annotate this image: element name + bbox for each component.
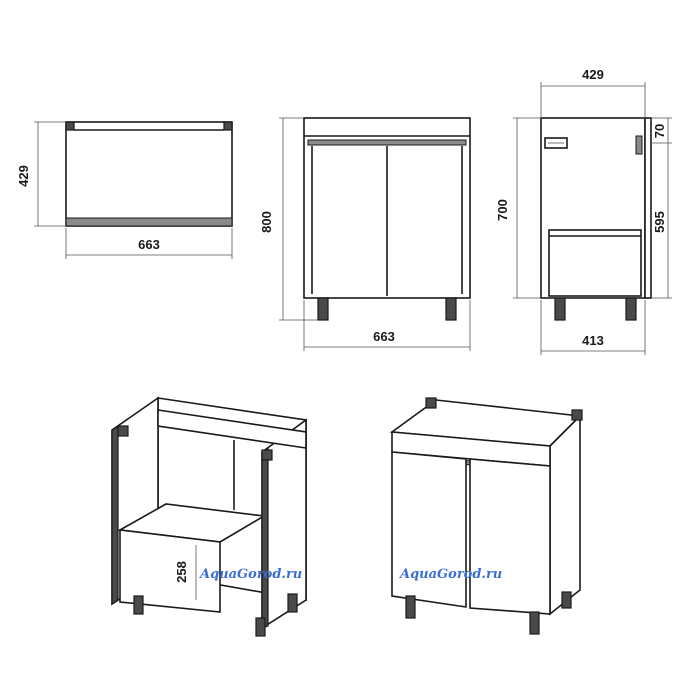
side-view-leg-right [625,297,637,321]
front-view-handle-bar [307,139,467,146]
dim-side-top-gap: 70 [652,124,667,138]
dim-side-bottom-depth: 413 [582,333,604,348]
iso-closed-bracket-right [571,409,583,421]
iso-open-bracket-right [261,449,273,461]
dim-shelf-height: 258 [174,561,189,583]
top-view-outline [65,121,233,227]
iso-open-top-rail [157,409,307,449]
iso-open-leg-front-right [255,617,266,637]
top-view-front-rail [65,217,233,227]
side-view-shelf [548,229,642,297]
top-view-corner-left [65,121,75,131]
iso-closed-door-right [469,458,551,615]
iso-open-bracket-left [117,425,129,437]
side-view-door-edge [644,117,652,299]
watermark-right: AquaGorod.ru [398,567,502,582]
iso-closed-leg-back [561,591,572,609]
side-view-leg-left [554,297,566,321]
iso-closed-right-side [549,414,581,616]
top-view-corner-right [223,121,233,131]
dim-top-view-width: 663 [138,237,160,252]
side-view-hinge [635,135,643,155]
iso-closed-leg-right [529,611,540,635]
iso-closed-leg-left [405,595,416,619]
dim-front-height: 800 [259,211,274,233]
dim-top-view-depth: 429 [16,165,31,187]
iso-open-shelf-front [119,529,221,613]
iso-closed-bracket-left [425,397,437,409]
front-view-leg-right [445,297,457,321]
front-view: 800 663 [259,117,471,351]
isometric-closed-cabinet: AquaGorod.ru [389,397,583,635]
dim-side-lower: 595 [652,211,667,233]
dim-front-width: 663 [373,329,395,344]
isometric-open-cabinet: 258 AquaGorod.ru [111,396,307,637]
front-view-leg-left [317,297,329,321]
iso-open-leg-back-left [133,595,144,615]
top-view: 429 663 [16,121,233,259]
watermark-left: AquaGorod.ru [198,567,302,582]
iso-closed-door-left [391,451,467,608]
dim-side-top-depth: 429 [582,67,604,82]
iso-open-leg-back-right [287,593,298,613]
side-view: 429 700 70 595 413 [495,67,672,355]
dim-side-height: 700 [495,199,510,221]
